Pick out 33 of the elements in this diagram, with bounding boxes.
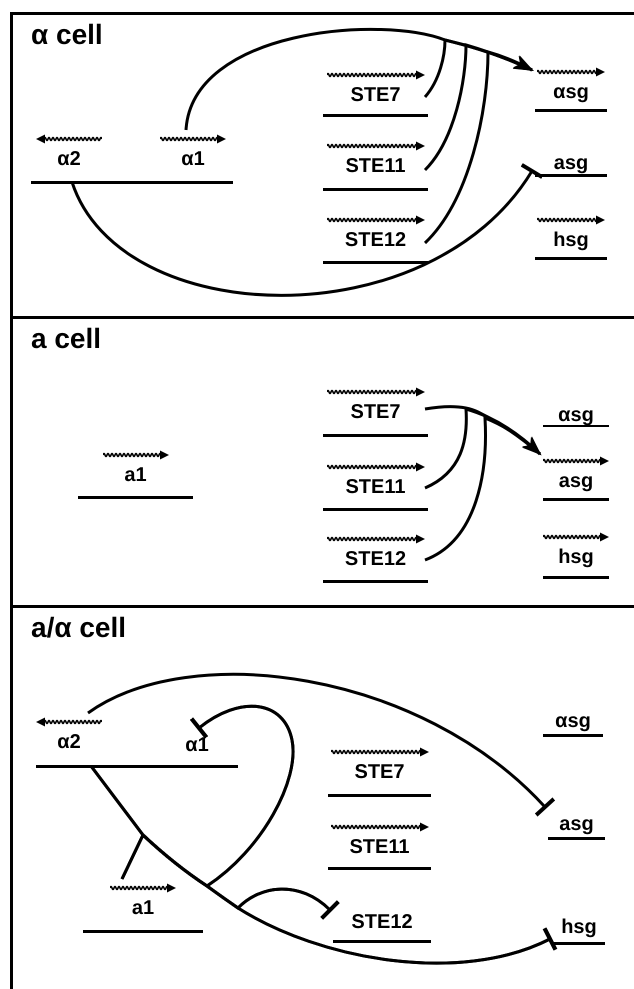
panel-title: a/α cell	[31, 614, 126, 642]
gene-label: STE7	[354, 762, 405, 782]
gene-label: α1	[181, 149, 205, 169]
regulation-arrow	[424, 408, 542, 490]
gene-label: STE12	[344, 549, 406, 569]
gene-label: STE7	[350, 85, 401, 105]
gene-label: hsg	[561, 917, 597, 937]
cell-panel	[10, 12, 634, 316]
gene-label: α1	[185, 735, 209, 755]
gene-label: asg	[559, 814, 594, 834]
cell-panel	[10, 316, 634, 605]
gene-label: STE12	[351, 912, 413, 932]
gene-label: a1	[132, 898, 154, 918]
gene-label: αsg	[555, 711, 591, 731]
cell-panel	[10, 605, 634, 989]
regulation-arrow	[424, 50, 534, 244]
gene-label: STE12	[344, 230, 406, 250]
gene-label: asg	[558, 471, 594, 491]
gene-label: αsg	[558, 405, 594, 425]
gene-label: α2	[57, 732, 81, 752]
gene-label: αsg	[553, 82, 589, 102]
gene-label: hsg	[558, 547, 594, 567]
gene-label: STE11	[345, 477, 406, 497]
gene-label: a1	[124, 465, 147, 485]
regulation-arrow	[424, 416, 542, 562]
gene-label: asg	[554, 153, 588, 173]
panel-title: α cell	[31, 21, 103, 49]
gene-label: STE11	[349, 837, 410, 857]
gene-label: STE7	[350, 402, 401, 422]
gene-label: α2	[57, 149, 81, 169]
panel-title: a cell	[31, 325, 102, 353]
gene-label: STE11	[345, 156, 406, 176]
gene-label: hsg	[553, 230, 589, 250]
